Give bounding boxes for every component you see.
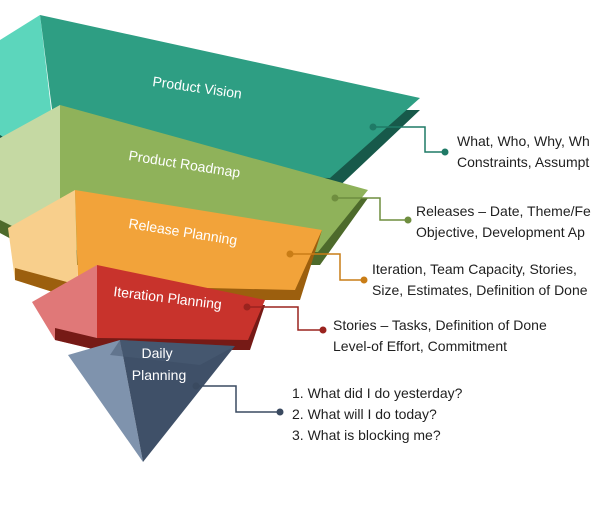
- connector-iteration-planning: [243, 303, 327, 334]
- release-planning-top-face: [75, 190, 322, 290]
- connectors: [192, 123, 449, 416]
- daily-planning-top-face: [110, 340, 235, 365]
- connector-dot: [319, 326, 327, 334]
- connector-line: [335, 197, 408, 221]
- connector-dot: [243, 303, 251, 311]
- connector-product-vision: [369, 123, 449, 156]
- connector-daily-planning: [192, 382, 284, 416]
- iteration-planning-top-face: [97, 265, 265, 340]
- layer-daily-planning: Daily Planning: [68, 340, 235, 462]
- daily-planning-description: 1. What did I do yesterday? 2. What will…: [292, 385, 466, 443]
- layer-iteration-planning: Iteration Planning: [32, 265, 265, 350]
- connector-line: [247, 306, 323, 331]
- connector-dot: [331, 194, 339, 202]
- connector-line: [290, 253, 364, 281]
- connector-dot: [276, 408, 284, 416]
- daily-planning-side-face: [68, 340, 143, 462]
- daily-planning-label: Daily Planning: [132, 345, 187, 383]
- product-roadmap-description: Releases – Date, Theme/Fe Objective, Dev…: [416, 203, 595, 240]
- release-planning-description: Iteration, Team Capacity, Stories, Size,…: [372, 261, 588, 298]
- daily-planning-front-face: [120, 340, 235, 462]
- connector-dot: [369, 123, 377, 131]
- product-vision-description: What, Who, Why, Wh Constraints, Assumpt: [457, 133, 594, 170]
- iteration-planning-description: Stories – Tasks, Definition of Done Leve…: [333, 317, 551, 354]
- connector-line: [373, 126, 445, 153]
- connector-product-roadmap: [331, 194, 412, 224]
- connector-dot: [192, 382, 200, 390]
- connector-dot: [360, 276, 368, 284]
- connector-dot: [441, 148, 449, 156]
- layer-release-planning: Release Planning: [8, 190, 322, 300]
- connector-release-planning: [286, 250, 368, 284]
- connector-dot: [404, 216, 412, 224]
- iteration-planning-side-face: [32, 265, 97, 350]
- connector-line: [196, 385, 280, 413]
- connector-dot: [286, 250, 294, 258]
